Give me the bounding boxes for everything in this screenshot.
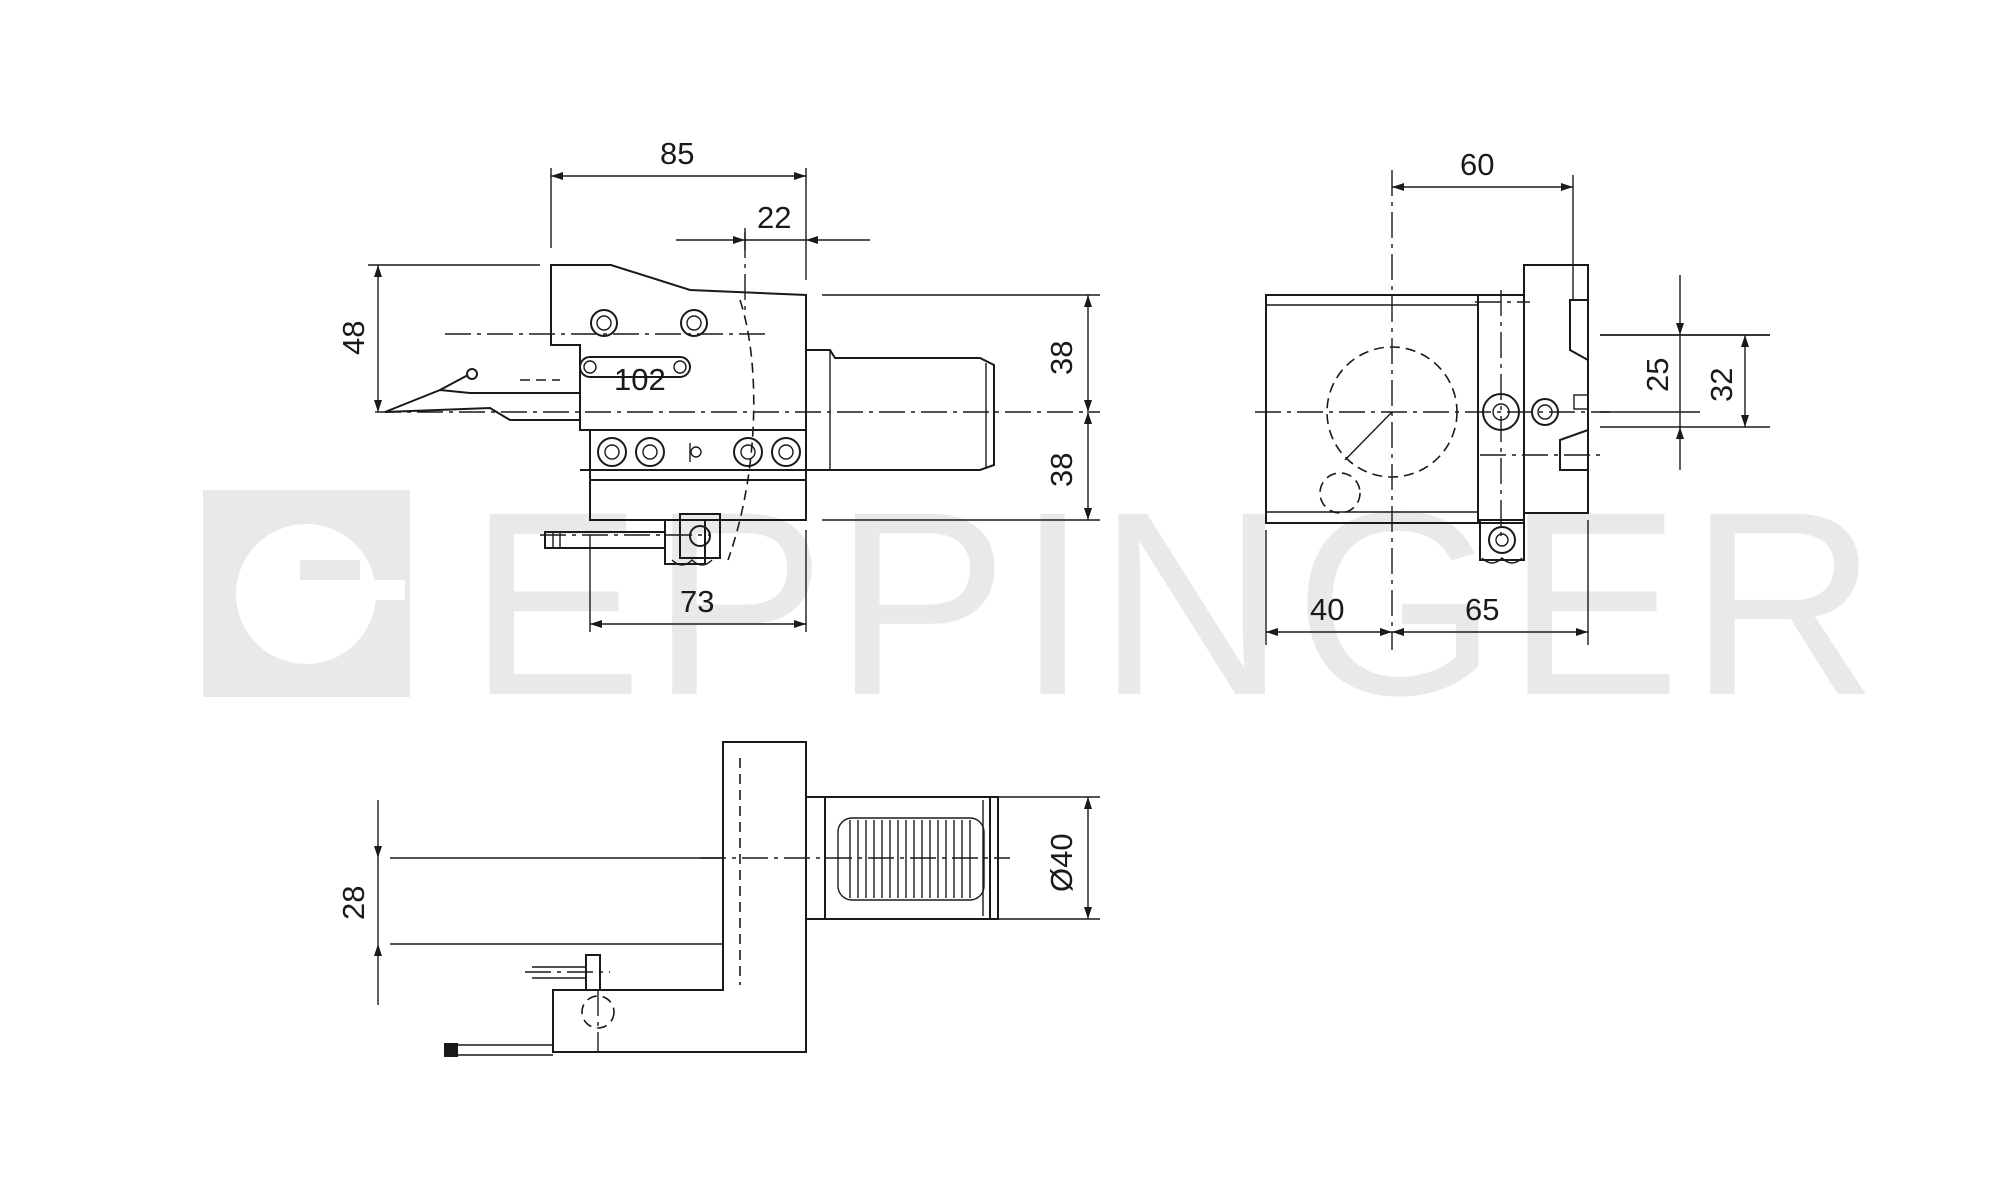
- side-view: 60 40 65 25 32: [1255, 147, 1770, 650]
- dim-label-32: 32: [1704, 368, 1739, 402]
- screw-icon: [635, 437, 665, 467]
- screw-icon: [680, 309, 708, 337]
- dim-label-65: 65: [1465, 592, 1499, 627]
- screw-icon: [733, 437, 763, 467]
- dim-label-38-upper: 38: [1044, 341, 1079, 375]
- nozzle-tip-icon: [444, 1043, 458, 1057]
- screw-icon: [590, 309, 618, 337]
- brand-logo-icon: [203, 490, 410, 697]
- watermark: EPPINGER: [203, 457, 1886, 750]
- dim-label-diameter-40: Ø40: [1044, 833, 1079, 892]
- screw-icon: [597, 437, 627, 467]
- dim-label-25: 25: [1640, 358, 1675, 392]
- top-view: 28 Ø40: [336, 741, 1100, 1057]
- dim-label-40: 40: [1310, 592, 1344, 627]
- watermark-brand-text: EPPINGER: [468, 457, 1886, 750]
- dim-label-73: 73: [680, 584, 714, 619]
- front-view: 85 22 48 102 38 38 73: [336, 136, 1100, 632]
- dim-label-60: 60: [1460, 147, 1494, 182]
- dim-label-28: 28: [336, 886, 371, 920]
- shank-serrations: [837, 817, 985, 901]
- dim-label-22: 22: [757, 200, 791, 235]
- dim-label-38-lower: 38: [1044, 453, 1079, 487]
- dim-label-102: 102: [614, 362, 666, 397]
- dim-label-85: 85: [660, 136, 694, 171]
- dim-label-48: 48: [336, 321, 371, 355]
- screw-icon: [771, 437, 801, 467]
